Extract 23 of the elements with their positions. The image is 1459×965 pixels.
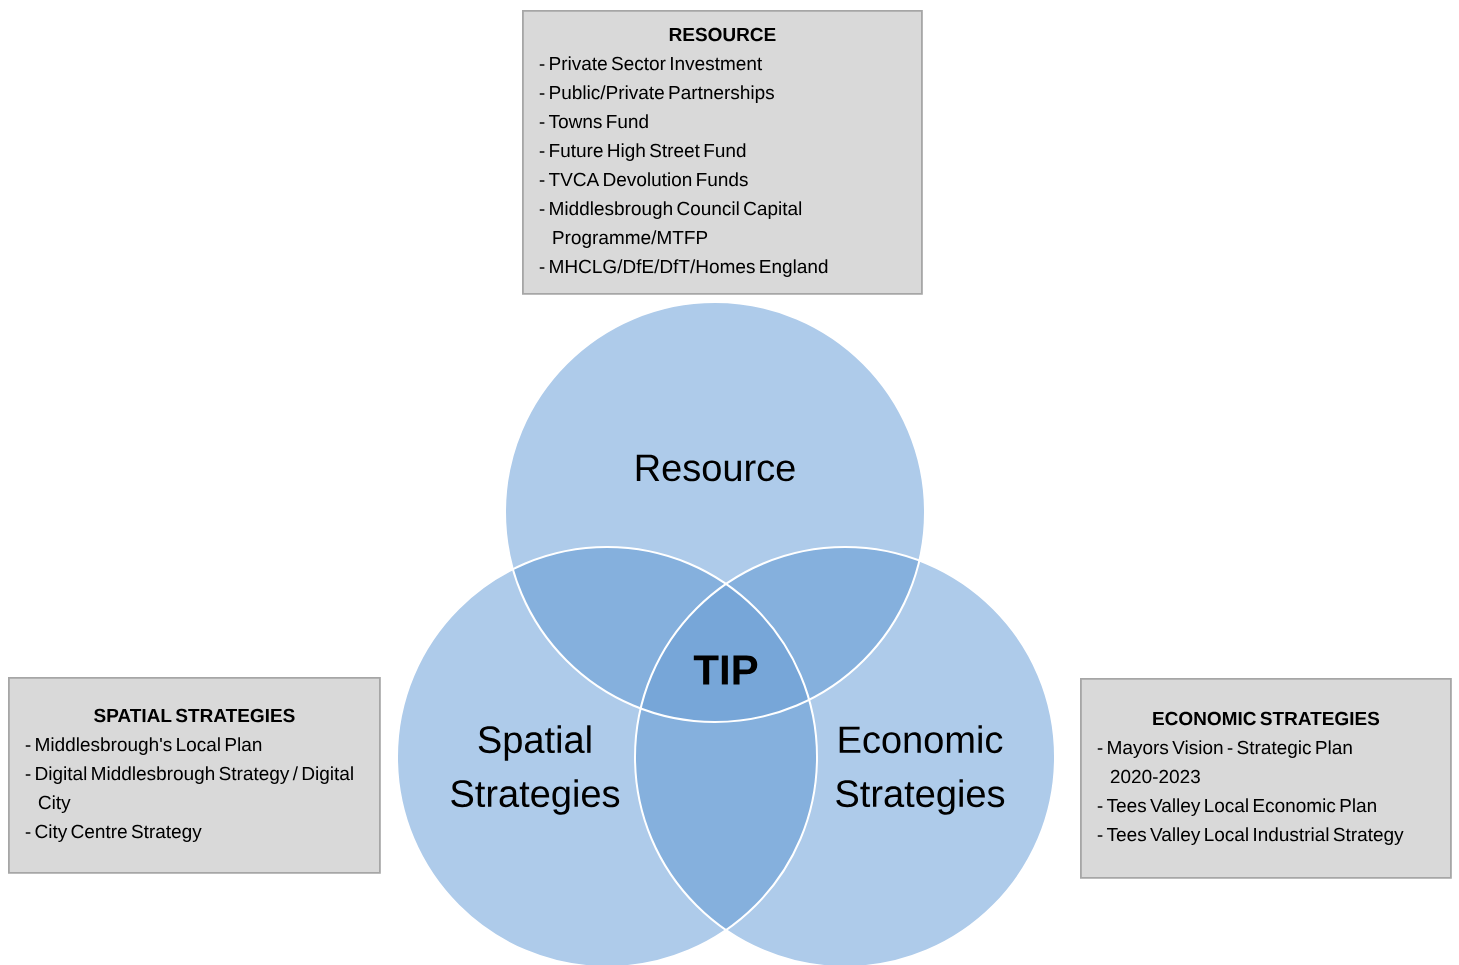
info-box [522,10,923,295]
list-item: - TVCA Devolution Funds [539,172,748,187]
box-heading: ECONOMIC STRATEGIES [1153,711,1380,726]
list-item: - Public/Private Partnerships [539,85,774,103]
list-item: - Middlesbrough's Local Plan [25,737,262,755]
box-heading: SPATIAL STRATEGIES [94,708,295,723]
list-item: - Private Sector Investment [539,56,763,71]
box-heading: RESOURCE [669,27,776,42]
info-box [1080,678,1452,879]
list-item: - Future High Street Fund [539,143,746,161]
list-item: - Tees Valley Local Industrial Strategy [1097,827,1404,845]
circle-label: Resource [636,454,795,482]
list-item: - MHCLG/DfE/DfT/Homes England [539,259,828,277]
list-item: - Mayors Vision - Strategic Plan 2020-2023 [1097,740,1352,784]
circle-label: Economic Strategies [836,725,1005,815]
center-label: TIP [693,655,758,685]
list-item: - Digital Middlesbrough Strategy / Digital City [25,766,353,813]
list-item: - Tees Valley Local Economic Plan [1097,798,1376,816]
list-item: - City Centre Strategy [25,824,202,842]
list-item: - Towns Fund [539,114,648,129]
circle-label: Spatial Strategies [451,725,620,815]
info-box [8,677,381,874]
list-item: - Middlesbrough Council Capital Programme/MTFP [539,201,802,248]
